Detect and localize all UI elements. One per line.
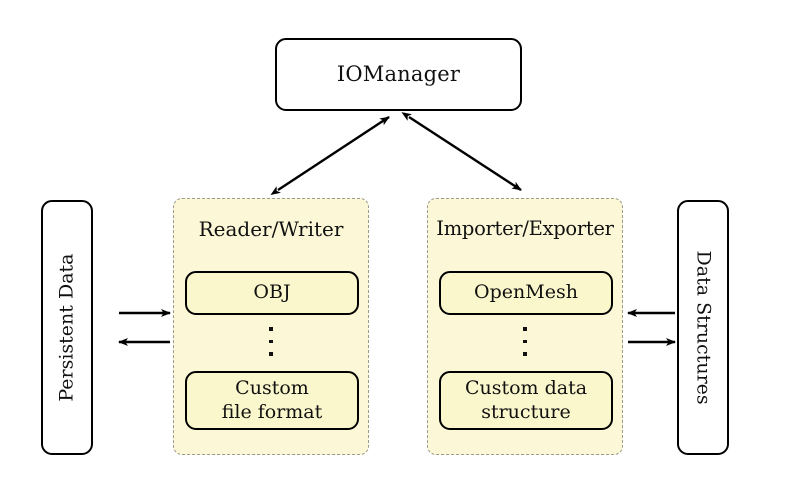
arrow-manager-reader-writer	[270, 115, 390, 195]
importer-exporter-item-openmesh-label: OpenMesh	[474, 281, 578, 304]
importer-exporter-item-openmesh[interactable]: OpenMesh	[439, 271, 613, 315]
data-structures-node[interactable]: Data Structures	[677, 200, 729, 455]
reader-writer-item-custom-file-format[interactable]: Custom file format	[185, 371, 359, 430]
persistent-data-label: Persistent Data	[55, 253, 78, 402]
custom-data-structure-line1: Custom data	[464, 376, 588, 399]
reader-writer-panel-title: Reader/Writer	[198, 217, 344, 241]
reader-writer-item-obj[interactable]: OBJ	[185, 271, 359, 315]
arrow-manager-importer-exporter	[401, 112, 522, 192]
importer-exporter-ellipsis-icon	[428, 327, 622, 356]
importer-exporter-item-custom-data-structure-label: Custom data structure	[465, 377, 587, 425]
custom-file-format-line2: file format	[221, 400, 323, 423]
persistent-data-node[interactable]: Persistent Data	[41, 200, 93, 455]
reader-writer-ellipsis-icon	[174, 327, 368, 356]
reader-writer-panel[interactable]: Reader/Writer OBJ Custom file format	[173, 198, 369, 455]
importer-exporter-panel-title: Importer/Exporter	[436, 217, 614, 240]
io-manager-label: IOManager	[336, 61, 461, 86]
custom-data-structure-line2: structure	[481, 400, 571, 423]
reader-writer-item-custom-file-format-label: Custom file format	[222, 377, 323, 425]
importer-exporter-item-custom-data-structure[interactable]: Custom data structure	[439, 371, 613, 430]
reader-writer-item-obj-label: OBJ	[253, 281, 291, 304]
importer-exporter-panel[interactable]: Importer/Exporter OpenMesh Custom data s…	[427, 198, 623, 455]
io-manager-node[interactable]: IOManager	[275, 38, 522, 111]
data-structures-label: Data Structures	[692, 250, 715, 405]
custom-file-format-line1: Custom	[235, 376, 309, 399]
